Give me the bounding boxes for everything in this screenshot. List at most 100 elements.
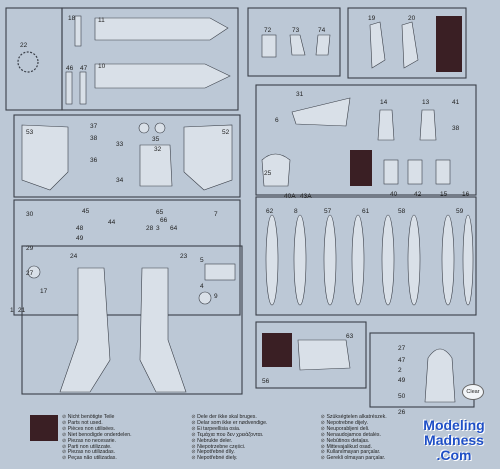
legend-swatch — [30, 415, 58, 441]
label-36: 36 — [90, 157, 98, 164]
label-37: 37 — [90, 123, 98, 130]
part-13 — [419, 109, 437, 141]
label-59: 59 — [456, 208, 464, 215]
part-18 — [74, 15, 82, 47]
label-47b: 47 — [398, 357, 406, 364]
label-42: 42 — [414, 191, 422, 198]
part-23 — [139, 267, 187, 393]
label-9: 9 — [214, 293, 218, 300]
part-63 — [297, 339, 351, 371]
part-16 — [407, 159, 423, 185]
part-27-ring — [27, 265, 41, 279]
label-38b: 38 — [452, 125, 460, 132]
part-35a — [138, 122, 150, 134]
label-15: 15 — [440, 191, 448, 198]
part-35b — [154, 122, 166, 134]
label-65: 65 — [156, 209, 164, 216]
label-20: 20 — [408, 15, 416, 22]
label-40a: 40A — [284, 193, 296, 200]
part-74 — [315, 34, 331, 56]
frame-19-20 — [347, 7, 467, 79]
part-52-wing — [183, 124, 233, 191]
label-38: 38 — [90, 135, 98, 142]
frame-56 — [255, 321, 367, 389]
part-14 — [377, 109, 395, 141]
part-25 — [261, 153, 291, 187]
label-16: 16 — [462, 191, 470, 198]
label-4: 4 — [200, 283, 204, 290]
part-19-tail — [369, 21, 386, 69]
frame-fuselage — [61, 7, 239, 111]
label-43a: 43A — [300, 193, 312, 200]
part-20-tail — [401, 21, 419, 69]
label-57: 57 — [324, 208, 332, 215]
label-61: 61 — [362, 208, 370, 215]
label-6: 6 — [275, 117, 279, 124]
label-28: 28 — [146, 225, 154, 232]
part-60 — [383, 159, 399, 185]
part-31 — [291, 97, 351, 127]
label-17: 17 — [40, 288, 48, 295]
part-15 — [435, 159, 451, 185]
label-7: 7 — [214, 211, 218, 218]
label-73: 73 — [292, 27, 300, 34]
decal-dark-block-1 — [436, 16, 462, 72]
label-44: 44 — [108, 219, 116, 226]
label-13: 13 — [422, 99, 430, 106]
label-5: 5 — [200, 257, 204, 264]
part-32 — [139, 144, 173, 187]
part-47 — [79, 71, 87, 105]
part-73 — [289, 34, 306, 56]
label-45: 45 — [82, 208, 90, 215]
label-35: 35 — [152, 136, 160, 143]
frame-tanks — [255, 196, 477, 316]
part-9 — [198, 291, 212, 305]
label-66: 66 — [160, 217, 168, 224]
label-41: 41 — [452, 99, 460, 106]
legend: Nicht benötigte Teile Parts not used. Pi… — [62, 414, 442, 462]
label-64: 64 — [170, 225, 178, 232]
part-11-fuselage — [94, 17, 229, 41]
frame-canopy — [255, 84, 477, 196]
label-58: 58 — [398, 208, 406, 215]
frame-clear — [369, 332, 475, 408]
label-29: 29 — [26, 245, 34, 252]
frame-wings — [13, 114, 241, 198]
label-27: 27 — [26, 270, 34, 277]
label-32: 32 — [154, 146, 162, 153]
label-74: 74 — [318, 27, 326, 34]
label-56: 56 — [262, 378, 270, 385]
label-8: 8 — [294, 208, 298, 215]
label-22: 22 — [20, 42, 28, 49]
watermark-logo: Modeling Madness .Com — [423, 417, 485, 463]
label-14: 14 — [380, 99, 388, 106]
label-53: 53 — [26, 129, 34, 136]
legend-col-1: Nicht benötigte Teile Parts not used. Pi… — [62, 414, 183, 462]
label-23: 23 — [180, 253, 188, 260]
label-19: 19 — [368, 15, 376, 22]
label-21: 21 — [18, 307, 26, 314]
frame-lower — [21, 245, 243, 395]
label-34: 34 — [116, 177, 124, 184]
label-3: 3 — [156, 225, 160, 232]
label-46: 46 — [66, 65, 74, 72]
clear-badge: Clear — [462, 384, 484, 400]
label-50: 50 — [398, 393, 406, 400]
frame-72-74 — [247, 7, 341, 77]
label-72: 72 — [264, 27, 272, 34]
label-18: 18 — [68, 15, 76, 22]
part-24 — [59, 267, 111, 393]
label-27b: 27 — [398, 345, 406, 352]
label-31: 31 — [296, 91, 304, 98]
part-clear-canopy — [424, 348, 456, 403]
part-53-wing — [21, 124, 69, 191]
part-10-fuselage — [94, 63, 231, 89]
label-47: 47 — [80, 65, 88, 72]
legend-col-3: Szükségtelen alkatrészek. Nepotrebne dij… — [321, 414, 442, 462]
label-26: 26 — [398, 409, 406, 416]
part-46 — [65, 71, 73, 105]
label-11: 11 — [98, 17, 105, 24]
label-25: 25 — [264, 170, 272, 177]
label-49b: 49 — [398, 377, 406, 384]
